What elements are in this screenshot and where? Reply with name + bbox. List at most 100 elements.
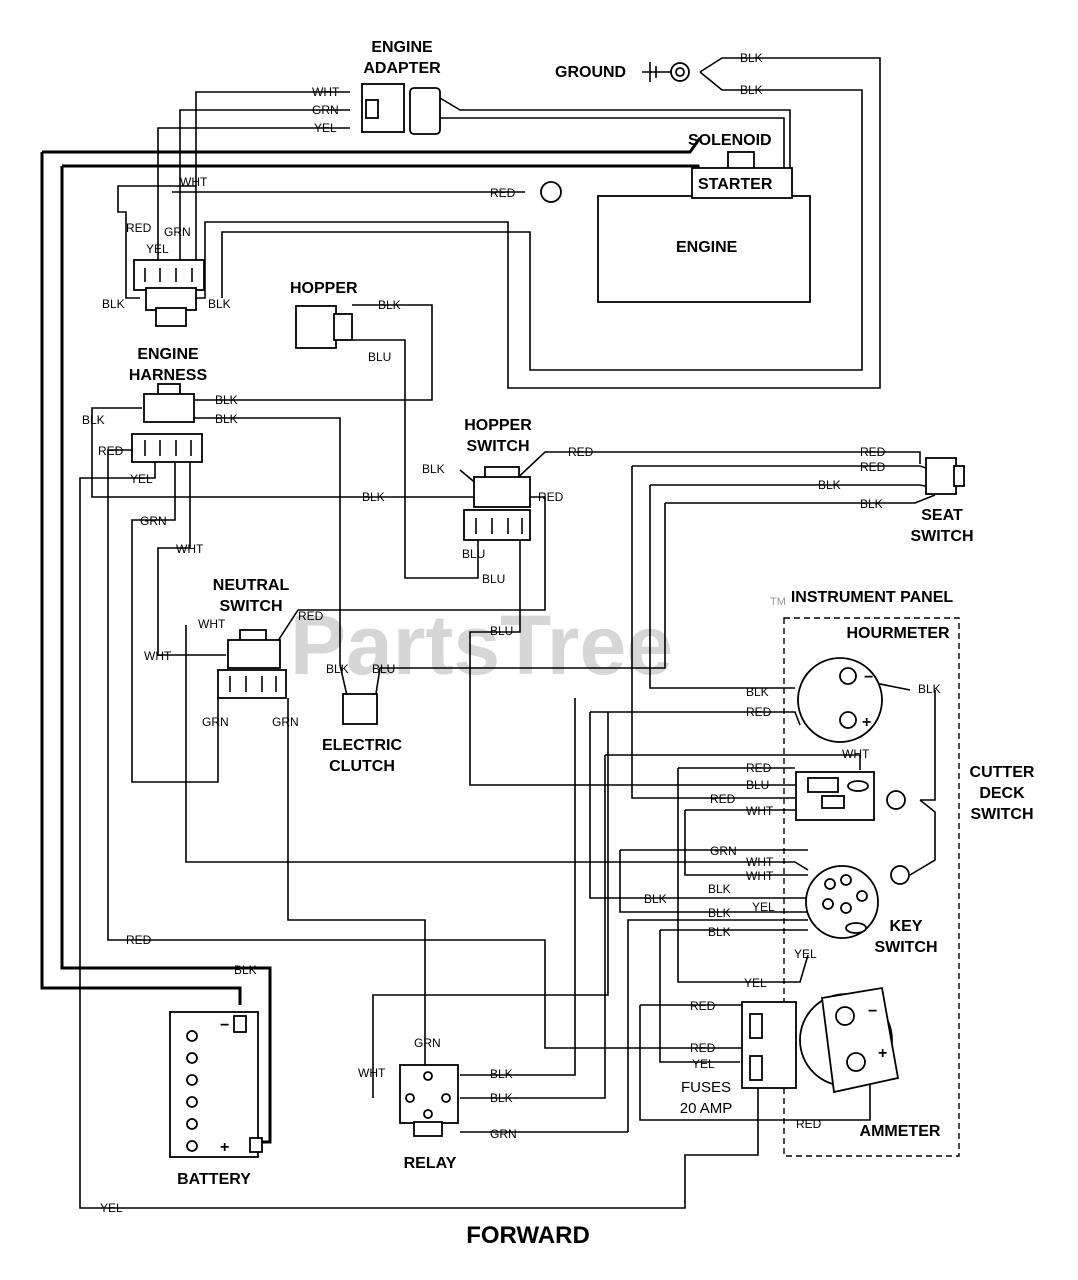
engine-adapter-label-1: ENGINE [371,39,433,56]
wire-label: YEL [146,242,169,256]
neutral-switch-label-2: SWITCH [219,598,282,615]
wire-label: YEL [100,1201,123,1215]
wire-label: BLK [102,297,125,311]
wire-label: YEL [752,900,775,914]
wire-label: WHT [746,855,774,869]
wire-label: GRN [490,1127,517,1141]
svg-text:−: − [864,669,873,686]
hopper-switch-label-2: SWITCH [466,438,529,455]
svg-text:−: − [220,1017,229,1034]
svg-text:−: − [868,1003,877,1020]
electric-clutch-label-2: CLUTCH [329,758,395,775]
wire-label: RED [126,221,152,235]
wire-label: BLK [490,1067,513,1081]
trademark: TM [770,596,786,608]
wire-label: BLU [368,350,391,364]
wire-label: WHT [842,747,870,761]
wire-labels: BLK BLK WHT GRN YEL WHT RED RED YEL GRN … [82,51,941,1215]
wire-label: GRN [164,225,191,239]
hourmeter-gauge: − + [797,657,883,743]
wire-label: WHT [176,542,204,556]
wire-label: BLU [372,662,395,676]
wire-label: BLK [326,662,349,676]
key-switch-body [805,865,879,939]
forward-label: FORWARD [466,1222,590,1249]
wire-label: WHT [180,175,208,189]
component-labels: ENGINE ADAPTER GROUND SOLENOID STARTER E… [129,39,1035,1249]
wire-label: RED [538,490,564,504]
wire-label: RED [690,999,716,1013]
wire-label: RED [298,609,324,623]
ground-symbol [642,62,690,82]
neutral-switch-body [217,629,287,699]
starter-box [691,167,793,199]
cutter-deck-switch-label-3: SWITCH [970,806,1033,823]
relay-body [399,1064,459,1137]
wire-label: BLU [462,547,485,561]
solenoid-label: SOLENOID [688,132,772,149]
wire-label: BLK [215,412,238,426]
electric-clutch-connector [342,693,378,725]
key-switch-label-2: SWITCH [874,939,937,956]
wire-label: RED [690,1041,716,1055]
wire-label: WHT [358,1066,386,1080]
wire-label: BLK [740,83,763,97]
wire-label: BLK [644,892,667,906]
wire-label: BLK [82,413,105,427]
wire-label: BLK [708,906,731,920]
fuses-label-1: FUSES [681,1079,731,1096]
wire-label: BLK [234,963,257,977]
wire-label: BLK [740,51,763,65]
wire-label: RED [796,1117,822,1131]
ammeter-gauge: − + [799,986,900,1094]
svg-text:+: + [878,1045,887,1062]
wire-label: YEL [130,472,153,486]
wire-label: WHT [746,804,774,818]
wire-label: BLK [208,297,231,311]
wire-label: YEL [794,947,817,961]
seat-switch-body [925,457,965,495]
main-power-wires [40,137,702,1144]
wire-label: BLU [490,624,513,638]
ground-label: GROUND [555,64,626,81]
engine-adapter-label-2: ADAPTER [363,60,441,77]
wire-label: BLU [746,778,769,792]
cutter-deck-switch-body [795,771,875,821]
engine-harness-label-2: HARNESS [129,367,208,384]
svg-text:+: + [862,714,871,731]
electric-clutch-label-1: ELECTRIC [322,737,402,754]
key-switch-lug [890,865,910,885]
wire-label: RED [860,445,886,459]
wire-label: YEL [692,1057,715,1071]
wire-label: BLK [378,298,401,312]
relay-label: RELAY [404,1155,457,1172]
battery-label: BATTERY [177,1171,251,1188]
engine-harness-upper-connector [133,259,205,327]
wire-label: WHT [198,617,226,631]
wire-label: BLU [482,572,505,586]
wire-label: BLK [490,1091,513,1105]
neutral-switch-label-1: NEUTRAL [213,577,290,594]
wire-label: RED [746,761,772,775]
battery-body: − + [169,1011,263,1158]
engine-ground-post [540,181,562,203]
wire-label: BLK [362,490,385,504]
hopper-switch-body [463,466,531,541]
wire-label: GRN [272,715,299,729]
watermark: PartsTree [290,598,673,692]
wire-label: GRN [140,514,167,528]
wire-label: RED [568,445,594,459]
cutter-deck-switch-label-2: DECK [979,785,1025,802]
wire-label: BLK [860,497,883,511]
wire-label: BLK [918,682,941,696]
key-switch-label-1: KEY [890,918,923,935]
wire-label: RED [98,444,124,458]
wire-label: RED [746,705,772,719]
fuses-body [741,1001,797,1089]
wire-label: WHT [312,85,340,99]
wire-label: GRN [710,844,737,858]
wire-label: BLK [746,685,769,699]
engine-label: ENGINE [676,239,738,256]
svg-text:+: + [220,1139,229,1156]
wire-label: BLK [708,925,731,939]
